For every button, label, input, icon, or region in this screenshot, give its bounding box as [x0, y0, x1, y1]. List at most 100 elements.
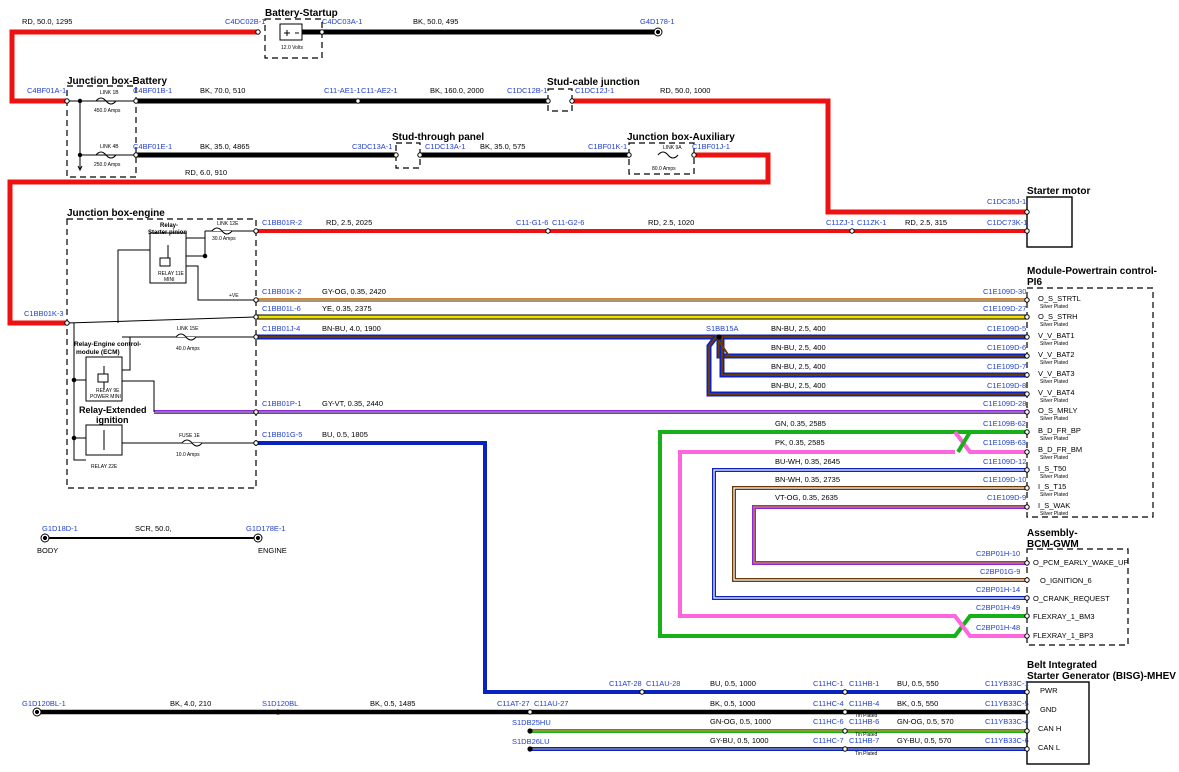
conn-c1bf01k1: C1BF01K-1 — [588, 142, 627, 151]
conn-g1d120bl1: G1D120BL-1 — [22, 699, 66, 708]
conn-c3dc13a1: C3DC13A-1 — [352, 142, 392, 151]
conn-c11ae21: C11-AE2-1 — [361, 86, 398, 95]
wire-label-19: GY-VT, 0.35, 2440 — [322, 399, 383, 408]
bisg-box — [1026, 681, 1090, 765]
splice-dots — [275, 334, 722, 752]
relay-ecm-title-2: module (ECM) — [76, 349, 120, 356]
wire-label-23: BN-WH, 0.35, 2735 — [775, 475, 840, 484]
conn-c1e109d28: C1E109D-28 — [983, 399, 1026, 408]
conn-c11hc6: C11HC-6 — [813, 717, 844, 726]
jb-engine-title: Junction box-engine — [67, 208, 165, 219]
wire-label-26: SCR, 50.0, — [135, 524, 172, 533]
wire-label-25: BU, 0.5, 1805 — [322, 430, 368, 439]
battery-volts: 12.0 Volts — [281, 45, 303, 51]
conn-c11yb33c6: C11YB33C-6 — [985, 736, 1029, 745]
wire-bu-bisg — [256, 441, 1027, 694]
bisg-title-2: Starter Generator (BISG)-MHEV — [1027, 671, 1176, 682]
wire-label-12: GY-OG, 0.35, 2420 — [322, 287, 386, 296]
wire-label-28: BU, 0.5, 550 — [897, 679, 939, 688]
wire-label-10: RD, 2.5, 1020 — [648, 218, 694, 227]
conn-c1e109b62: C1E109B-62 — [983, 419, 1026, 428]
conn-g1d178e1: G1D178E-1 — [246, 524, 286, 533]
bcm-pin: O_IGNITION_6 — [1040, 576, 1092, 585]
wire-label-33: GN-OG, 0.5, 1000 — [710, 717, 771, 726]
pcm-pin: I_S_T15 — [1038, 482, 1066, 491]
conn-c11yb33c5: C11YB33C-5 — [985, 699, 1029, 708]
pcm-pin: B_D_FR_BP — [1038, 426, 1081, 435]
pcm-pin: V_V_BAT2 — [1038, 350, 1075, 359]
conn-c1bb01l6: C1BB01L-6 — [262, 304, 301, 313]
pcm-pin: V_V_BAT1 — [1038, 331, 1075, 340]
pcm-pin-plate: Silver Plated — [1040, 511, 1068, 517]
bcm-title-2: BCM-GWM — [1027, 539, 1079, 550]
wire-label-5: RD, 50.0, 1000 — [660, 86, 710, 95]
wire-label-4: BK, 160.0, 2000 — [430, 86, 484, 95]
conn-c1e109d9: C1E109D-9 — [987, 493, 1026, 502]
bisg-pin: GND — [1040, 705, 1057, 714]
bisg-pin: CAN L — [1038, 743, 1060, 752]
pcm-box — [1026, 287, 1154, 518]
link9a-label: LINK 9A — [663, 145, 682, 151]
wire-label-7: BK, 35.0, 575 — [480, 142, 525, 151]
wire-label-22: BU-WH, 0.35, 2645 — [775, 457, 840, 466]
conn-c1bb01g5: C1BB01G-5 — [262, 430, 302, 439]
wire-label-29: BK, 4.0, 210 — [170, 699, 211, 708]
conn-c1e109d30: C1E109D-30 — [983, 287, 1026, 296]
relay-pinion-title-1: Relay- — [160, 223, 178, 229]
wire-label-18: BN-BU, 2.5, 400 — [771, 381, 826, 390]
conn-c1bb01k3: C1BB01K-3 — [24, 309, 64, 318]
conn-c11ae11: C11-AE1-1 — [324, 86, 361, 95]
link12e-amps: 30.0 Amps — [212, 236, 236, 242]
pcm-title-1: Module-Powertrain control- — [1027, 266, 1157, 277]
conn-c4dc03a1: C4DC03A-1 — [322, 17, 362, 26]
link12e-label: LINK 12E — [217, 221, 239, 227]
link4b-amps: 250.0 Amps — [94, 162, 121, 168]
conn-c4bf01b1: C4BF01B-1 — [133, 86, 172, 95]
pcm-pin-plate: Silver Plated — [1040, 304, 1068, 310]
pcm-pin-plate: Silver Plated — [1040, 436, 1068, 442]
conn-c11g16: C11-G1-6 — [516, 218, 548, 227]
conn-c11hc4: C11HC-4 — [813, 699, 844, 708]
bisg-pin: PWR — [1040, 686, 1058, 695]
tin-label-3: Tin Plated — [855, 751, 878, 757]
conn-g4d1781: G4D178-1 — [640, 17, 675, 26]
conn-g1d18d1: G1D18D-1 — [42, 524, 78, 533]
conn-c1e109d10: C1E109D-10 — [983, 475, 1026, 484]
conn-c1bb01k2: C1BB01K-2 — [262, 287, 302, 296]
conn-c11hb1: C11HB-1 — [849, 679, 879, 688]
conn-s1d120bl: S1D120BL — [262, 699, 298, 708]
pcm-pin: O_S_MRLY — [1038, 406, 1077, 415]
starter-motor-box — [1026, 196, 1073, 248]
wire-label-1: RD, 50.0, 1295 — [22, 17, 72, 26]
relay11e-label-1: RELAY 11E — [158, 271, 185, 277]
relay9e-label-2: POWER MINI — [90, 394, 121, 400]
conn-s1db25hu: S1DB25HU — [512, 718, 551, 727]
conn-c1bb01p1: C1BB01P-1 — [262, 399, 302, 408]
conn-c1e109d12: C1E109D-12 — [983, 457, 1026, 466]
wire-label-32: BK, 0.5, 550 — [897, 699, 938, 708]
wire-rd-battery — [9, 29, 258, 104]
wire-label-11: RD, 2.5, 315 — [905, 218, 947, 227]
conn-c1dc12b1: C1DC12B-1 — [507, 86, 547, 95]
pcm-pin-plate: Silver Plated — [1040, 341, 1068, 347]
conn-c11zk1: C11ZK-1 — [857, 218, 886, 227]
stud-through-box — [395, 142, 421, 169]
jb-engine-internals — [66, 227, 257, 461]
wire-label-34: GN-OG, 0.5, 570 — [897, 717, 954, 726]
conn-c11zj1: C11ZJ-1 — [826, 218, 854, 227]
conn-s1bb15a: S1BB15A — [706, 324, 739, 333]
conn-c11hb4: C11HB-4 — [849, 699, 879, 708]
pcm-pin-plate: Silver Plated — [1040, 416, 1068, 422]
conn-c4bf01a1: C4BF01A-1 — [27, 86, 66, 95]
conn-c1e109d7: C1E109D-7 — [987, 362, 1026, 371]
pcm-pin: B_D_FR_BM — [1038, 445, 1082, 454]
wire-bn-bu-4 — [706, 335, 1027, 397]
conn-c1dc12j1: C1DC12J-1 — [575, 86, 614, 95]
conn-c1bb01r2: C1BB01R-2 — [262, 218, 302, 227]
wire-label-3: BK, 70.0, 510 — [200, 86, 245, 95]
battery-title: Battery-Startup — [265, 8, 338, 19]
stud-cable-title: Stud-cable junction — [547, 77, 640, 88]
conn-c11g26: C11-G2-6 — [552, 218, 584, 227]
relay11e-label-2: MINI — [164, 277, 175, 283]
wire-label-35: GY-BU, 0.5, 1000 — [710, 736, 769, 745]
